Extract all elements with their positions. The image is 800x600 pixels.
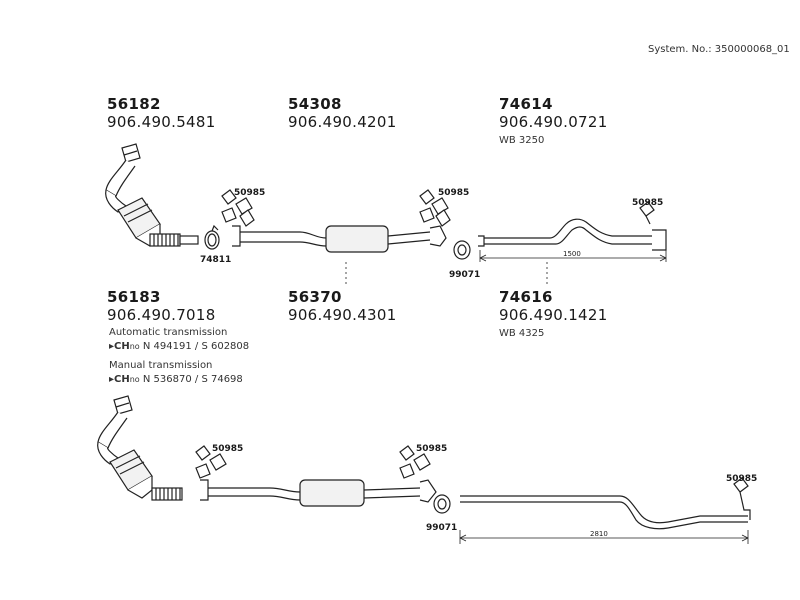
oe-number-56182: 906.490.5481 [107,113,216,131]
oe-number-56183: 906.490.7018 [107,306,216,324]
chassis-suffix: no [129,342,140,351]
part-number-54308: 54308 [288,95,342,113]
chassis-prefix: ▸CH [109,374,130,385]
wb-note-74614: WB 3250 [499,135,545,146]
pipe-74614 [478,218,667,251]
oe-number-56370: 906.490.4301 [288,306,397,324]
ref-50985: 50985 [212,444,243,454]
pipe-56370 [200,479,437,507]
hanger-set-bottom-left [195,445,227,479]
ref-99071: 99071 [426,523,457,533]
dashed-leaders [345,262,548,285]
manual-chassis-range: ▸CHno N 536870 / S 74698 [109,374,243,385]
clamp-99071-top [453,240,471,260]
ref-50985: 50985 [726,474,757,484]
catalytic-converter-56182 [105,143,161,247]
wb-note-74616: WB 4325 [499,328,545,339]
chassis-value: N 536870 / S 74698 [139,374,243,385]
pipe-54308 [232,225,447,253]
automatic-chassis-range: ▸CHno N 494191 / S 602808 [109,341,249,352]
clamp-99071-bottom [433,494,451,514]
flex-pipe-top [149,233,199,247]
system-number: System. No.: 350000068_01 [648,44,790,55]
automatic-transmission-label: Automatic transmission [109,327,228,338]
part-number-74614: 74614 [499,95,553,113]
ref-50985: 50985 [632,198,663,208]
chassis-prefix: ▸CH [109,341,130,352]
dimension-label-2810: 2810 [590,530,608,538]
catalytic-converter-56183 [97,395,153,499]
oe-number-74614: 906.490.0721 [499,113,608,131]
dimension-1500 [479,250,667,262]
hanger-set-bottom-mid [399,445,431,479]
ref-74811: 74811 [200,255,231,265]
ref-99071: 99071 [449,270,480,280]
part-number-56182: 56182 [107,95,161,113]
part-number-74616: 74616 [499,288,553,306]
dimension-label-1500: 1500 [563,250,581,258]
clamp-74811 [204,224,220,250]
flex-pipe-bottom [151,487,183,501]
hanger-bottom-right [733,477,751,520]
part-number-56370: 56370 [288,288,342,306]
hanger-set-top-left [221,189,255,227]
part-number-56183: 56183 [107,288,161,306]
manual-transmission-label: Manual transmission [109,360,213,371]
ref-50985: 50985 [438,188,469,198]
oe-number-54308: 906.490.4201 [288,113,397,131]
hanger-set-top-mid [419,189,451,227]
oe-number-74616: 906.490.1421 [499,306,608,324]
hanger-top-right [639,201,655,225]
ref-50985: 50985 [416,444,447,454]
chassis-value: N 494191 / S 602808 [139,341,250,352]
ref-50985: 50985 [234,188,265,198]
dimension-2810 [459,530,749,544]
pipe-74616 [460,495,748,530]
chassis-suffix: no [129,375,140,384]
